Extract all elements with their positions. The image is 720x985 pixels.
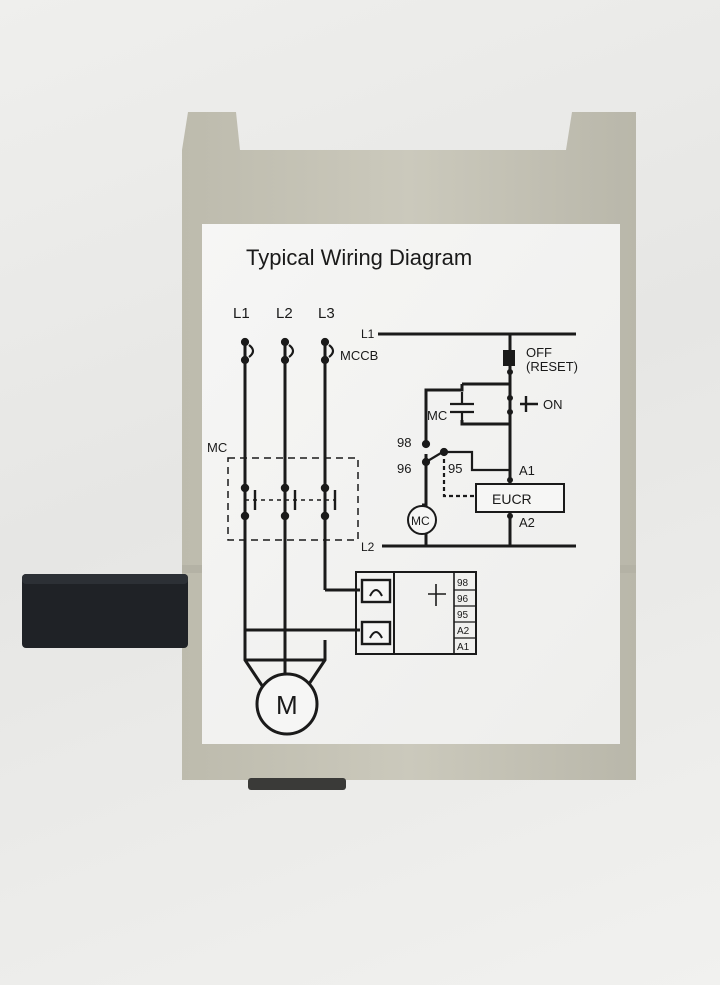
mc-coil [407, 505, 437, 535]
terminal-96: 96 [397, 461, 411, 476]
changeover-contact [421, 439, 510, 498]
relay-terminal-a1: A1 [457, 642, 470, 653]
overload-relay-block [355, 571, 477, 655]
bottom-connector [248, 778, 346, 790]
control-line-l2-label: L2 [361, 540, 375, 554]
motor-symbol [255, 672, 319, 736]
phase-label-l2: L2 [276, 305, 293, 322]
relay-terminal-95: 95 [457, 610, 469, 621]
off-reset-button-symbol [503, 350, 515, 375]
contactor-contacts [240, 483, 337, 521]
side-knob [22, 574, 188, 648]
aux-contact-label: MC [427, 408, 447, 423]
off-label: OFF [526, 345, 552, 360]
coil-label: MC [411, 514, 430, 528]
relay-terminal-96: 96 [457, 594, 469, 605]
terminal-a2: A2 [519, 515, 535, 530]
relay-terminal-a2: A2 [457, 626, 470, 637]
on-label: ON [543, 397, 563, 412]
relay-terminal-98: 98 [457, 578, 469, 589]
aux-contact-symbol [450, 392, 474, 420]
mccb-label: MCCB [340, 348, 378, 363]
terminal-95: 95 [448, 461, 462, 476]
on-button-symbol [507, 395, 538, 415]
mccb-symbols [240, 337, 335, 365]
terminal-98: 98 [397, 435, 411, 450]
motor-label: M [276, 690, 298, 720]
eucr-label: EUCR [492, 491, 532, 507]
control-line-l1-label: L1 [361, 327, 375, 341]
terminal-a1: A1 [519, 463, 535, 478]
diagram-title: Typical Wiring Diagram [246, 245, 472, 270]
phase-label-l3: L3 [318, 305, 335, 322]
contactor-label: MC [207, 440, 227, 455]
reset-label: (RESET) [526, 359, 578, 374]
phase-label-l1: L1 [233, 305, 250, 322]
contactor-box [227, 457, 359, 541]
eucr-box [475, 483, 565, 513]
